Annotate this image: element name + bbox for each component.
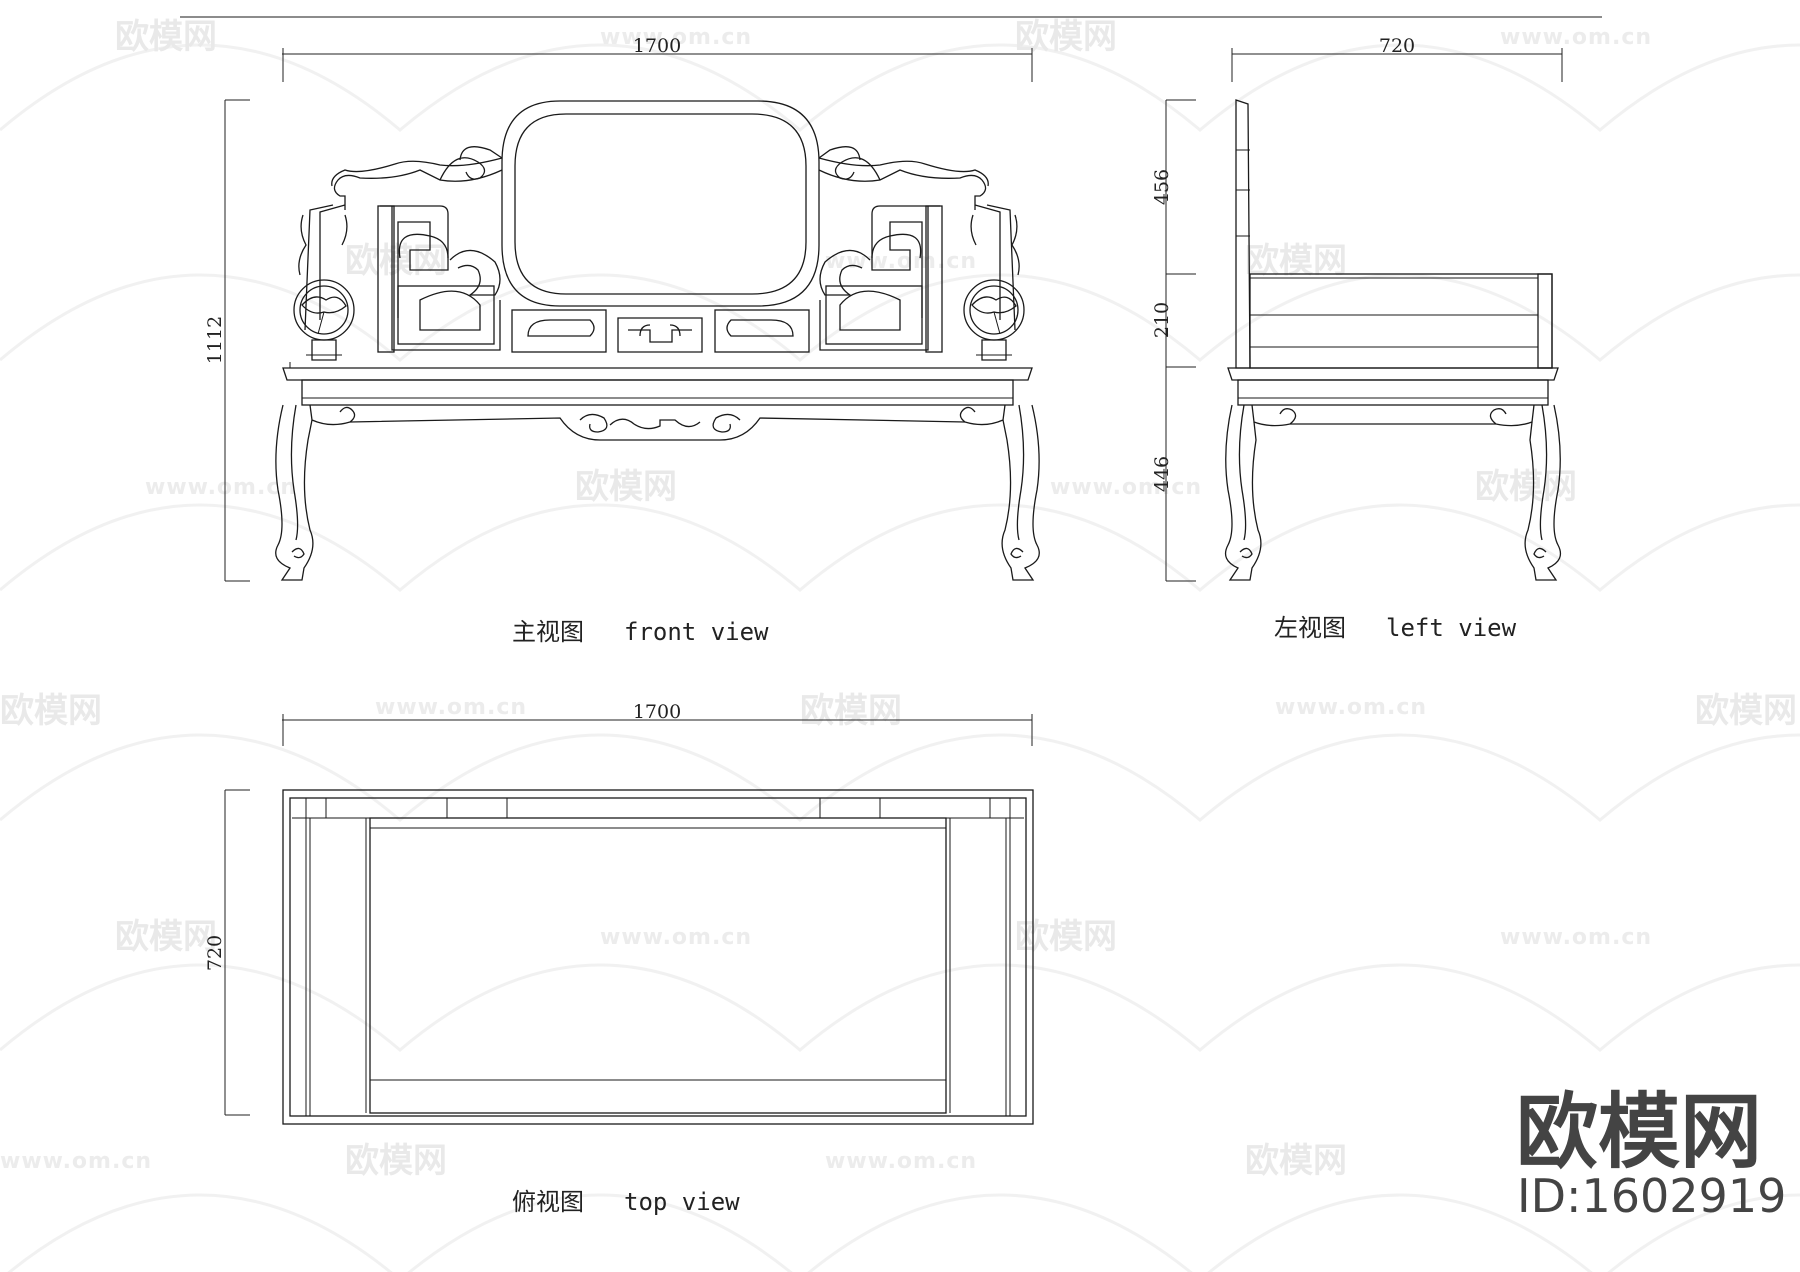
front-left-leg <box>275 404 314 581</box>
watermark-tiles: 欧模网 www.om.cn 欧模网 www.om.cn 欧模网 www.om.c… <box>0 17 1800 1272</box>
left-apron-legs <box>1224 404 1562 581</box>
wm-tile: 欧模网 <box>345 1141 447 1181</box>
left-view: 720 456 210 446 <box>1151 35 1563 642</box>
left-depth-dimension: 720 <box>1231 35 1563 82</box>
backrest-center-panel <box>501 100 820 307</box>
top-depth-dimension: 720 <box>204 789 250 1116</box>
left-dim-back: 456 <box>1151 169 1173 205</box>
top-seat-panel <box>365 817 951 1114</box>
wm-url: www.om.cn <box>825 1149 977 1174</box>
left-armrest <box>1249 273 1553 369</box>
wm-url: www.om.cn <box>1050 475 1202 500</box>
wm-url: www.om.cn <box>600 925 752 950</box>
front-view: 1700 1112 <box>204 35 1040 646</box>
backrest-lower-frets <box>511 309 810 353</box>
wm-tile: 欧模网 <box>0 691 102 731</box>
front-height-label: 1112 <box>204 316 226 364</box>
wm-tile: 欧模网 <box>800 691 902 731</box>
front-width-dimension: 1700 <box>282 35 1033 82</box>
wm-tile: 欧模网 <box>1015 917 1117 957</box>
wm-url: www.om.cn <box>1275 695 1427 720</box>
wm-tile: 欧模网 <box>1015 17 1117 57</box>
top-view-title-cn: 俯视图 <box>512 1188 584 1216</box>
backrest-right-scroll <box>818 146 1016 353</box>
left-seat <box>1227 367 1559 406</box>
right-medallion <box>963 214 1025 361</box>
wm-tile: 欧模网 <box>345 241 447 281</box>
front-view-title-en: front view <box>624 618 769 646</box>
brand-logo: 欧模网 <box>1516 1085 1762 1180</box>
top-view: 1700 720 俯视图 <box>204 701 1034 1216</box>
left-view-title-cn: 左视图 <box>1274 614 1346 642</box>
wm-url: www.om.cn <box>375 695 527 720</box>
wm-tile: 欧模网 <box>1695 691 1797 731</box>
front-seat <box>282 362 1033 406</box>
model-id: ID:1602919 <box>1517 1169 1786 1223</box>
front-apron <box>309 404 1006 441</box>
front-right-leg <box>1001 404 1040 581</box>
wm-tile: 欧模网 <box>1475 467 1577 507</box>
top-view-title-en: top view <box>624 1188 740 1216</box>
left-medallion <box>293 214 355 361</box>
left-view-title-en: left view <box>1386 614 1517 642</box>
left-height-dimensions: 456 210 446 <box>1151 99 1196 582</box>
wm-tile: 欧模网 <box>575 467 677 507</box>
wm-url: www.om.cn <box>1500 925 1652 950</box>
backrest-left-scroll <box>304 146 503 353</box>
left-dim-seat: 446 <box>1151 456 1173 492</box>
top-outline <box>282 789 1034 1125</box>
wm-url: www.om.cn <box>145 475 297 500</box>
wm-url: www.om.cn <box>0 1149 152 1174</box>
front-width-label: 1700 <box>633 35 681 57</box>
wm-url: www.om.cn <box>600 25 752 50</box>
top-width-label: 1700 <box>633 701 681 723</box>
left-dim-arm: 210 <box>1151 302 1173 338</box>
front-view-title-cn: 主视图 <box>512 618 584 646</box>
wm-tile: 欧模网 <box>1245 241 1347 281</box>
wm-tile: 欧模网 <box>1245 1141 1347 1181</box>
top-depth-label: 720 <box>204 935 226 971</box>
wm-tile: 欧模网 <box>115 17 217 57</box>
front-height-dimension: 1112 <box>204 99 250 582</box>
wm-tile: 欧模网 <box>115 917 217 957</box>
wm-url: www.om.cn <box>1500 25 1652 50</box>
left-depth-label: 720 <box>1379 35 1415 57</box>
top-width-dimension: 1700 <box>282 701 1033 746</box>
